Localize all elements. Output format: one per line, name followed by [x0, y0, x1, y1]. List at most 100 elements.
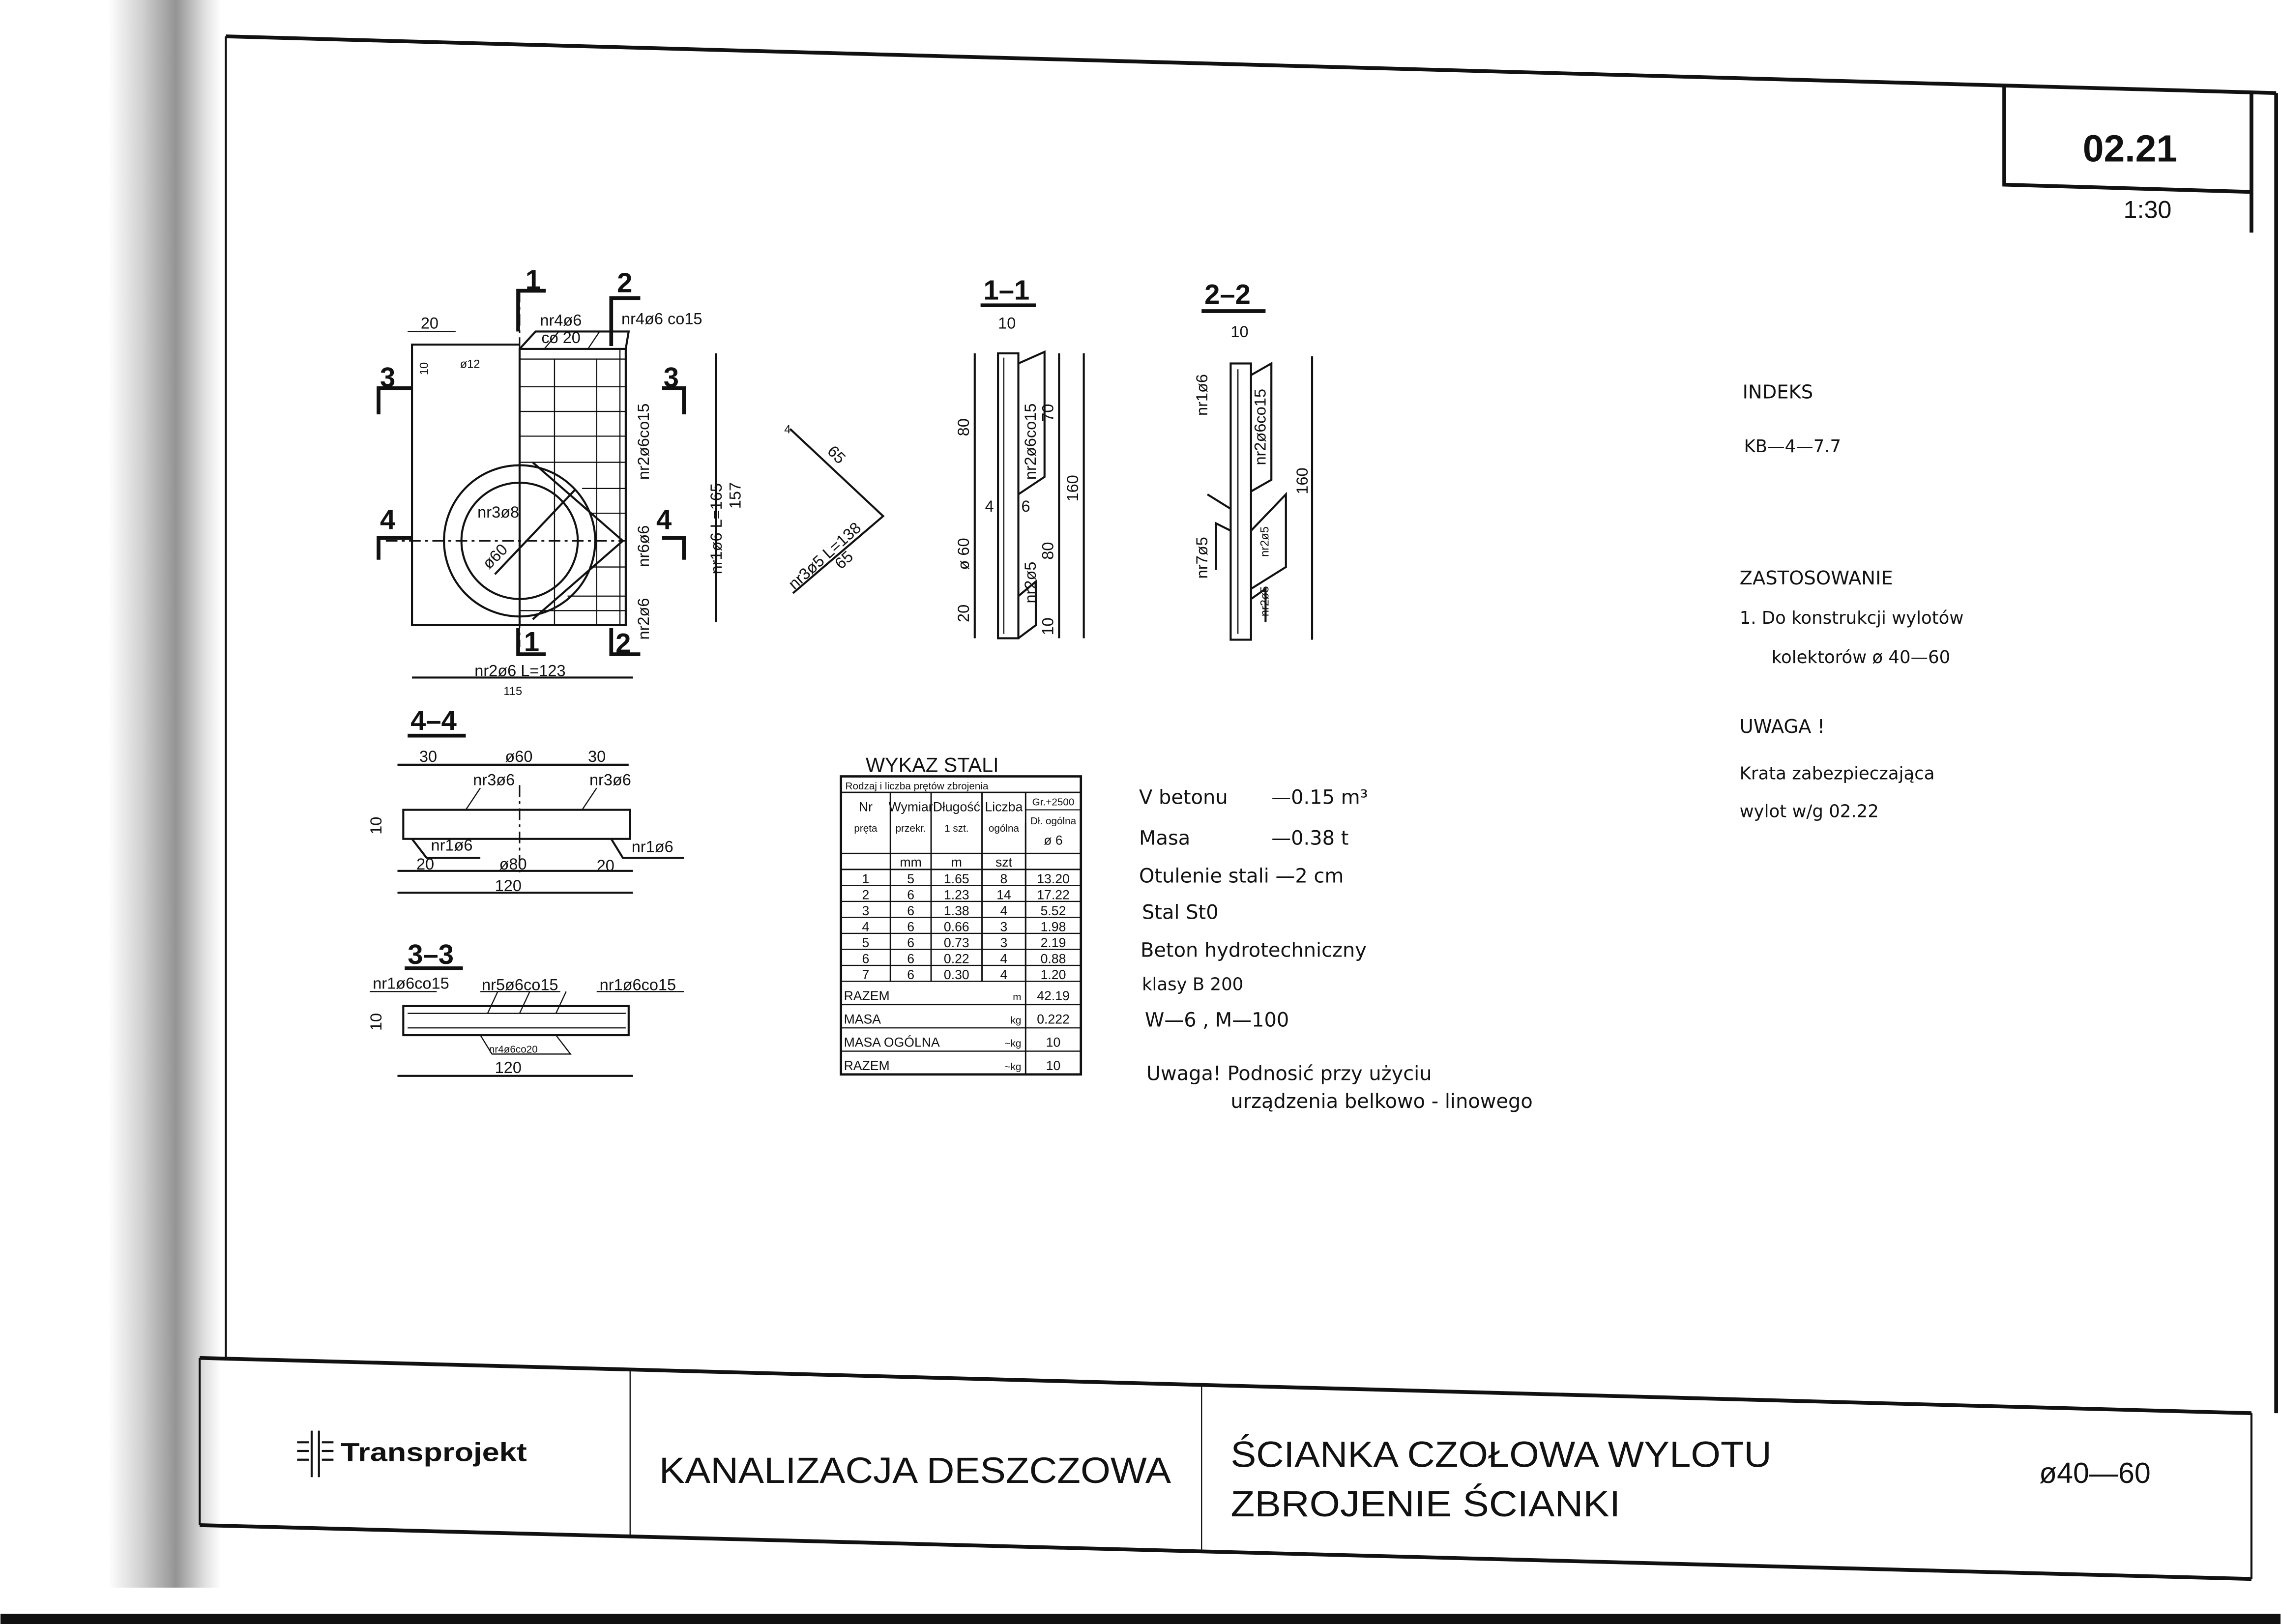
table-cell: 6 [907, 935, 914, 950]
bent-bar-hook: 4 [784, 423, 790, 436]
bar-4-co15-label: nr4ø6 co15 [621, 310, 702, 328]
section-2-2-title: 2–2 [1204, 279, 1251, 310]
s44-total: 120 [495, 877, 522, 895]
column-header: Liczba [985, 800, 1023, 814]
s11-dim-20: 20 [955, 605, 972, 622]
section-3-3: 3–3 nr1ø6co15 nr5ø6co15 nr1ø6co15 10 nr4… [367, 939, 684, 1077]
bar-2-low-label: nr2ø6 [635, 598, 652, 640]
section-4-4: 4–4 30 ø60 30 nr3ø6 nr3ø6 10 nr1ø6 nr1ø6… [367, 705, 684, 895]
table-cell: 4 [1000, 903, 1008, 918]
section-4-4-title: 4–4 [410, 705, 457, 736]
bar-2-side-label: nr2ø6co15 [635, 404, 652, 480]
table-border [840, 775, 1082, 1076]
s33-bar-5: nr5ø6co15 [482, 976, 558, 993]
summary-value: 0.222 [1037, 1012, 1070, 1026]
table-cell: 1.65 [944, 871, 969, 886]
s11-dim-70: 70 [1039, 404, 1057, 422]
bar-1-label: nr1ø6 L=165 [707, 483, 725, 574]
column-header: ø 6 [1044, 833, 1062, 848]
sheet-frame [0, 34, 2281, 1624]
column-header: Długość [933, 800, 980, 814]
table-cell: 8 [1000, 871, 1008, 886]
sheet-number: 02.21 [2083, 127, 2177, 170]
table-cell: 0.30 [944, 967, 969, 982]
table-cell: 1.38 [944, 903, 969, 918]
section-2-2: 2–2 10 nr1ø6 nr2ø6co15 160 nr7ø5 nr2ø5 n… [1193, 279, 1314, 641]
table-cell: 4 [1000, 967, 1008, 982]
table-cell: 5.52 [1041, 903, 1066, 918]
s22-bar-low: nr2ø5 [1258, 586, 1271, 616]
section-mark-1-bottom: 1 [524, 626, 539, 657]
column-header: przekr. [896, 823, 926, 834]
table-title: WYKAZ STALI [866, 754, 999, 777]
mass-value: —0.38 t [1271, 827, 1348, 850]
table-cell: 6 [907, 920, 914, 934]
table-cell: 6 [862, 952, 870, 966]
s11-width: 10 [998, 314, 1016, 332]
s44-bar-3b: nr3ø6 [589, 771, 631, 788]
concrete-note: Beton hydrotechniczny [1140, 939, 1367, 961]
s22-width: 10 [1230, 323, 1248, 341]
s11-dim-4: 4 [985, 497, 994, 515]
s11-dim-160: 160 [1064, 475, 1082, 501]
table-cell: 7 [862, 967, 870, 982]
summary-unit: kg [1011, 1015, 1022, 1026]
concrete-volume-label: V betonu [1139, 786, 1228, 809]
unit-cell: szt [995, 855, 1013, 870]
section-mark-4-left: 4 [380, 504, 395, 535]
summary-unit: ~kg [1005, 1061, 1022, 1073]
drawing-title-line1: ŚCIANKA CZOŁOWA WYLOTU [1230, 1434, 1771, 1475]
transprojekt-logo-icon [297, 1430, 334, 1478]
summary-label: MASA OGÓLNA [844, 1035, 940, 1050]
width-115: 115 [503, 685, 522, 698]
s22-dim-160: 160 [1293, 467, 1311, 494]
section-1-1: 1–1 10 80 ø 60 20 nr2ø6co15 70 160 4 6 8… [955, 274, 1085, 639]
index-heading: INDEKS [1743, 381, 1813, 403]
table-cell: 0.88 [1041, 952, 1066, 966]
lifting-note-2: urządzenia belkowo - linowego [1230, 1090, 1532, 1113]
application-heading: ZASTOSOWANIE [1740, 567, 1893, 589]
bar-3-label: nr3ø8 [477, 503, 519, 521]
summary-label: RAZEM [844, 988, 890, 1003]
section-mark-4-right: 4 [656, 504, 672, 535]
s44-dim-30a: 30 [419, 748, 437, 765]
s44-bar-1b: nr1ø6 [632, 838, 673, 855]
warning-line1: Krata zabezpieczająca [1740, 763, 1935, 783]
warning-line2: wylot w/g 02.22 [1740, 801, 1879, 821]
table-cell: 17.22 [1037, 887, 1070, 902]
bar-6-label: nr6ø6 [635, 525, 652, 567]
diameter-range: ø40—60 [2039, 1456, 2151, 1489]
project-name: KANALIZACJA DESZCZOWA [659, 1450, 1171, 1491]
summary-unit: ~kg [1005, 1038, 1022, 1049]
bar-4-label: nr4ø6 [540, 312, 582, 329]
table-cell: 0.73 [944, 935, 969, 950]
section-3-3-title: 3–3 [408, 939, 454, 970]
sheet-number-box: 02.21 1:30 [2002, 87, 2253, 233]
sheet-scale: 1:30 [2124, 196, 2172, 224]
info-panel: INDEKS KB—4—7.7 ZASTOSOWANIE 1. Do konst… [1740, 381, 1964, 821]
pipe-diameter: ø60 [479, 540, 511, 572]
mass-label: Masa [1139, 827, 1190, 850]
warning-heading: UWAGA ! [1740, 716, 1825, 738]
s11-dim-6: 6 [1021, 497, 1030, 515]
table-cell: 1.23 [944, 887, 969, 902]
table-cell: 5 [862, 935, 870, 950]
section-mark-3-left: 3 [380, 362, 395, 393]
steel-note: Stal St0 [1142, 901, 1219, 924]
table-cell: 6 [907, 967, 914, 982]
drawing-title-line2: ZBROJENIE ŚCIANKI [1230, 1483, 1620, 1524]
column-header: ogólna [989, 823, 1020, 834]
lifting-note-1: Uwaga! Podnosić przy użyciu [1146, 1063, 1432, 1085]
class-note: klasy B 200 [1142, 974, 1243, 994]
application-line1: 1. Do konstrukcji wylotów [1740, 608, 1964, 628]
column-header: 1 szt. [944, 823, 968, 834]
table-cell: 6 [907, 903, 914, 918]
bar-2-bottom-label: nr2ø6 L=123 [474, 662, 565, 679]
table-cell: 4 [862, 920, 870, 934]
summary-label: RAZEM [844, 1058, 890, 1073]
hole-diameter: ø12 [460, 358, 480, 371]
s11-bar-top: nr2ø6co15 [1022, 404, 1039, 480]
steel-schedule-table: WYKAZ STALI Rodzaj i liczba prętów zbroj… [840, 754, 1082, 1076]
summary-value: 10 [1046, 1035, 1061, 1050]
